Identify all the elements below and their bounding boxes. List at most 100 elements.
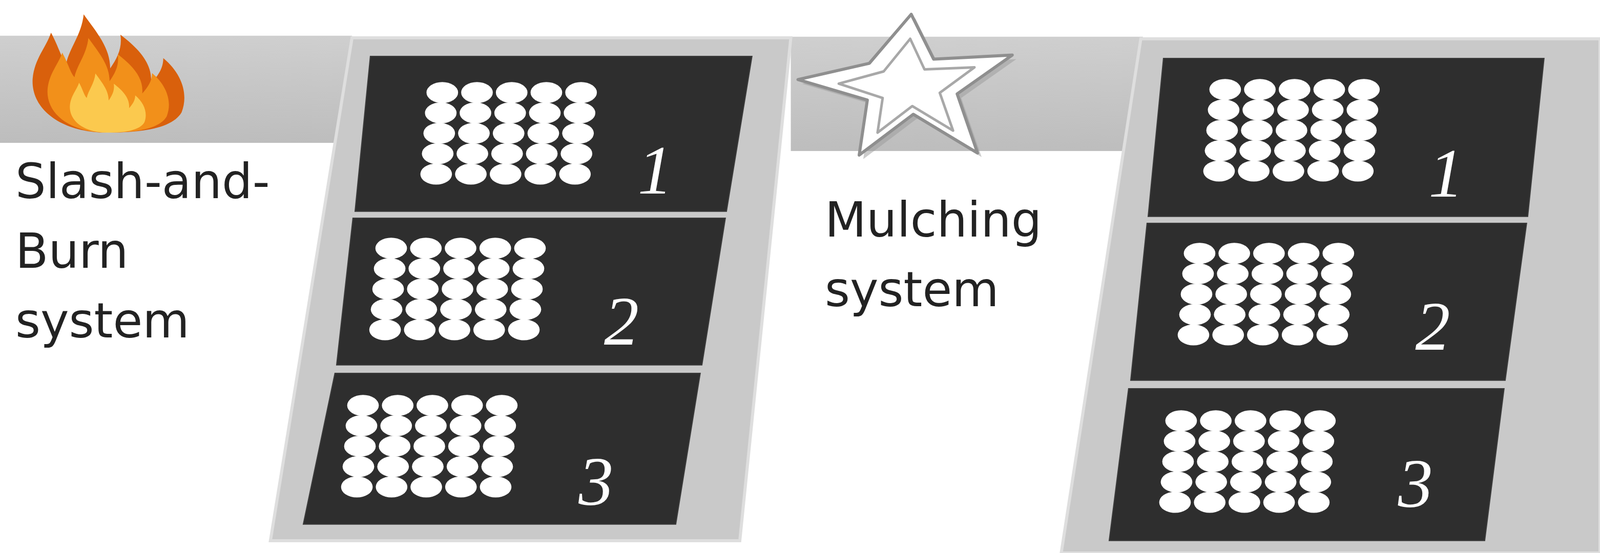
callout-number: 2 [1415, 291, 1450, 362]
dot [1164, 430, 1196, 452]
dot [1209, 78, 1241, 100]
callout-number: 2 [604, 286, 639, 357]
dot [413, 435, 446, 457]
dot [478, 258, 510, 280]
dot [485, 395, 518, 417]
dot [1299, 471, 1332, 493]
dot [438, 319, 471, 341]
dot [1177, 324, 1210, 346]
dot-grid [420, 81, 598, 185]
dot [1216, 263, 1249, 285]
dot [1277, 99, 1309, 121]
plot-box: 2 [336, 218, 726, 366]
dot [1162, 451, 1195, 473]
dot [1316, 324, 1348, 346]
dot [1266, 451, 1299, 473]
box-shape [303, 373, 701, 525]
dot [411, 456, 444, 478]
dot [1240, 119, 1273, 141]
dot [340, 476, 373, 498]
dot [1196, 451, 1229, 473]
dot [1320, 263, 1353, 285]
dot [481, 456, 513, 478]
dot-grid [369, 237, 547, 341]
dot [1284, 283, 1317, 305]
dot [514, 237, 547, 259]
plot-box: 1 [1148, 58, 1545, 217]
dot [562, 122, 594, 144]
dot [1218, 242, 1251, 264]
star-inner [838, 38, 975, 133]
dot [1195, 471, 1228, 493]
panel-frame [270, 37, 792, 542]
box-shape [1130, 223, 1527, 381]
dot [343, 435, 376, 457]
plot-box: 1 [355, 56, 753, 212]
star-outline [798, 14, 1013, 156]
dot [410, 237, 443, 259]
dot [414, 415, 447, 437]
dot [375, 237, 408, 259]
dot [422, 142, 454, 164]
dot [1341, 160, 1374, 182]
box-shape [1109, 388, 1505, 542]
dot [1306, 160, 1339, 182]
dot [1206, 119, 1238, 141]
dot [1237, 160, 1270, 182]
dot [1230, 471, 1262, 493]
dot [491, 142, 524, 164]
dot [1263, 491, 1296, 513]
dot [1234, 410, 1267, 432]
dot [1247, 324, 1279, 346]
dot [511, 278, 544, 300]
dot [1281, 324, 1314, 346]
callout-number: 1 [1428, 138, 1464, 209]
dot [1207, 99, 1240, 121]
dot [524, 163, 557, 185]
dot [1181, 263, 1214, 285]
dot [405, 299, 438, 321]
dot [474, 299, 507, 321]
dot [426, 81, 459, 103]
dot [375, 476, 408, 498]
dot [492, 122, 525, 144]
dot [446, 456, 479, 478]
dot [1310, 119, 1342, 141]
dot [342, 456, 374, 478]
dot [1239, 139, 1272, 161]
dot [1272, 160, 1305, 182]
dot [1269, 410, 1302, 432]
dot [1165, 410, 1198, 432]
dot [1264, 471, 1297, 493]
dot [1251, 263, 1284, 285]
dot [381, 395, 414, 417]
dot [1300, 451, 1333, 473]
dot [530, 81, 563, 103]
dot [1215, 283, 1248, 305]
dot [1344, 119, 1377, 141]
dot [443, 258, 475, 280]
dot [1313, 78, 1345, 100]
dot [1242, 99, 1275, 121]
dot [479, 476, 512, 498]
dot [1311, 99, 1344, 121]
dot [404, 319, 436, 341]
dot [1286, 263, 1319, 285]
callout-number: 3 [1398, 448, 1433, 519]
panel-frame [1061, 38, 1600, 553]
dot [1302, 430, 1335, 452]
dot [1274, 139, 1306, 161]
callout-number: 3 [578, 446, 614, 517]
dot [494, 102, 527, 124]
dot [461, 81, 493, 103]
dot [444, 476, 477, 498]
dot [1199, 410, 1232, 432]
dot [526, 142, 558, 164]
dot [473, 319, 506, 341]
dot [1287, 242, 1320, 264]
dot [407, 278, 440, 300]
dot [1297, 491, 1330, 513]
dot [1308, 139, 1341, 161]
dot [1231, 451, 1264, 473]
dot [456, 142, 489, 164]
